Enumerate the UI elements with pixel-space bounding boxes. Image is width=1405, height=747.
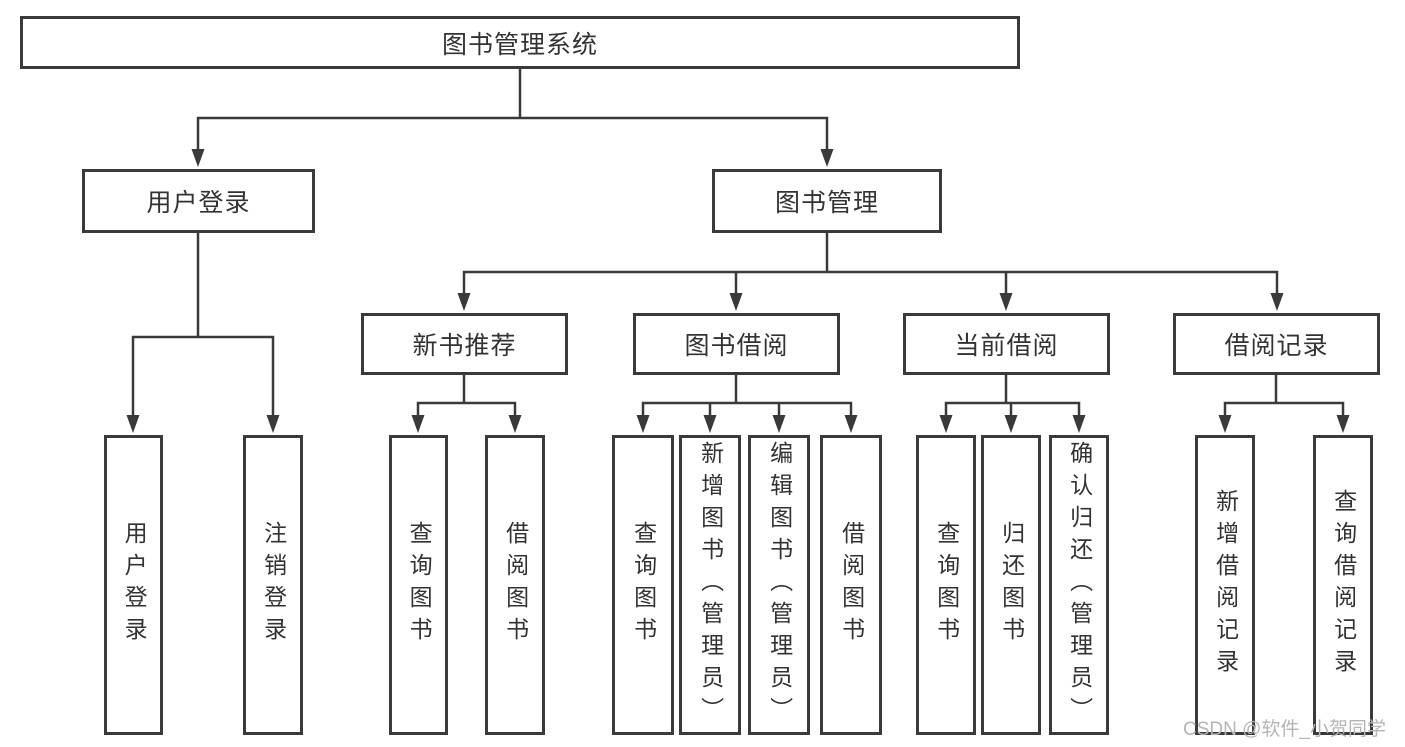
arrowhead [508, 415, 522, 433]
node-root: 图书管理系统 [20, 16, 1020, 69]
node-label: 编辑图书（管理员） [766, 441, 793, 729]
arrowhead [1072, 415, 1086, 433]
node-label: 查询图书 [630, 521, 657, 649]
arrowhead [844, 415, 858, 433]
connector-path [131, 67, 1345, 420]
node-label: 注销登录 [260, 521, 287, 649]
arrowhead [729, 293, 743, 311]
node-new-book-recommend: 新书推荐 [361, 313, 568, 375]
node-label: 借阅记录 [1224, 332, 1329, 360]
node-return-books: 归还图书 [981, 435, 1041, 735]
node-query-books-2: 查询图书 [612, 435, 674, 735]
arrowhead [1270, 293, 1284, 311]
node-label: 当前借阅 [954, 332, 1059, 360]
arrowheads [126, 149, 1350, 433]
arrowhead [939, 415, 953, 433]
node-label: 图书借阅 [684, 332, 789, 360]
node-logout-leaf: 注销登录 [243, 435, 303, 735]
node-label: 查询借阅记录 [1330, 489, 1357, 681]
node-label: 图书管理 [774, 189, 879, 217]
arrowhead [999, 293, 1013, 311]
node-user-login: 用户登录 [82, 169, 315, 233]
arrowhead [1336, 415, 1350, 433]
node-user-login-leaf: 用户登录 [104, 435, 163, 735]
node-edit-books-admin: 编辑图书（管理员） [748, 435, 810, 735]
node-query-books-3: 查询图书 [916, 435, 976, 735]
arrowhead [636, 415, 650, 433]
node-borrow-books-2: 借阅图书 [820, 435, 882, 735]
arrowhead [191, 149, 205, 167]
node-label: 归还图书 [998, 521, 1025, 649]
arrowhead [820, 149, 834, 167]
arrowhead [457, 293, 471, 311]
node-add-books-admin: 新增图书（管理员） [679, 435, 741, 735]
arrowhead [266, 415, 280, 433]
arrowhead [703, 415, 717, 433]
arrowhead [1004, 415, 1018, 433]
node-label: 借阅图书 [838, 521, 865, 649]
node-current-borrow: 当前借阅 [903, 313, 1110, 375]
node-label: 用户登录 [146, 189, 251, 217]
node-add-borrow-record: 新增借阅记录 [1195, 435, 1255, 735]
arrowhead [1218, 415, 1232, 433]
arrowhead [411, 415, 425, 433]
arrowhead [126, 415, 140, 433]
node-label: 查询图书 [406, 521, 433, 649]
node-label: 新书推荐 [412, 332, 517, 360]
node-confirm-return-admin: 确认归还（管理员） [1049, 435, 1109, 735]
node-label: 借阅图书 [502, 521, 529, 649]
node-book-management: 图书管理 [712, 169, 942, 233]
node-label: 确认归还（管理员） [1066, 441, 1093, 729]
node-label: 新增借阅记录 [1212, 489, 1239, 681]
node-label: 查询图书 [933, 521, 960, 649]
node-query-borrow-record: 查询借阅记录 [1313, 435, 1373, 735]
node-borrow-records: 借阅记录 [1173, 313, 1380, 375]
node-query-books-1: 查询图书 [389, 435, 448, 735]
node-label: 图书管理系统 [441, 30, 598, 59]
arrowhead [772, 415, 786, 433]
node-book-borrow: 图书借阅 [633, 313, 840, 375]
node-label: 新增图书（管理员） [697, 441, 724, 729]
node-borrow-books-1: 借阅图书 [485, 435, 545, 735]
watermark: CSDN @软件_小贺同学 [1183, 719, 1386, 740]
node-label: 用户登录 [121, 521, 148, 649]
